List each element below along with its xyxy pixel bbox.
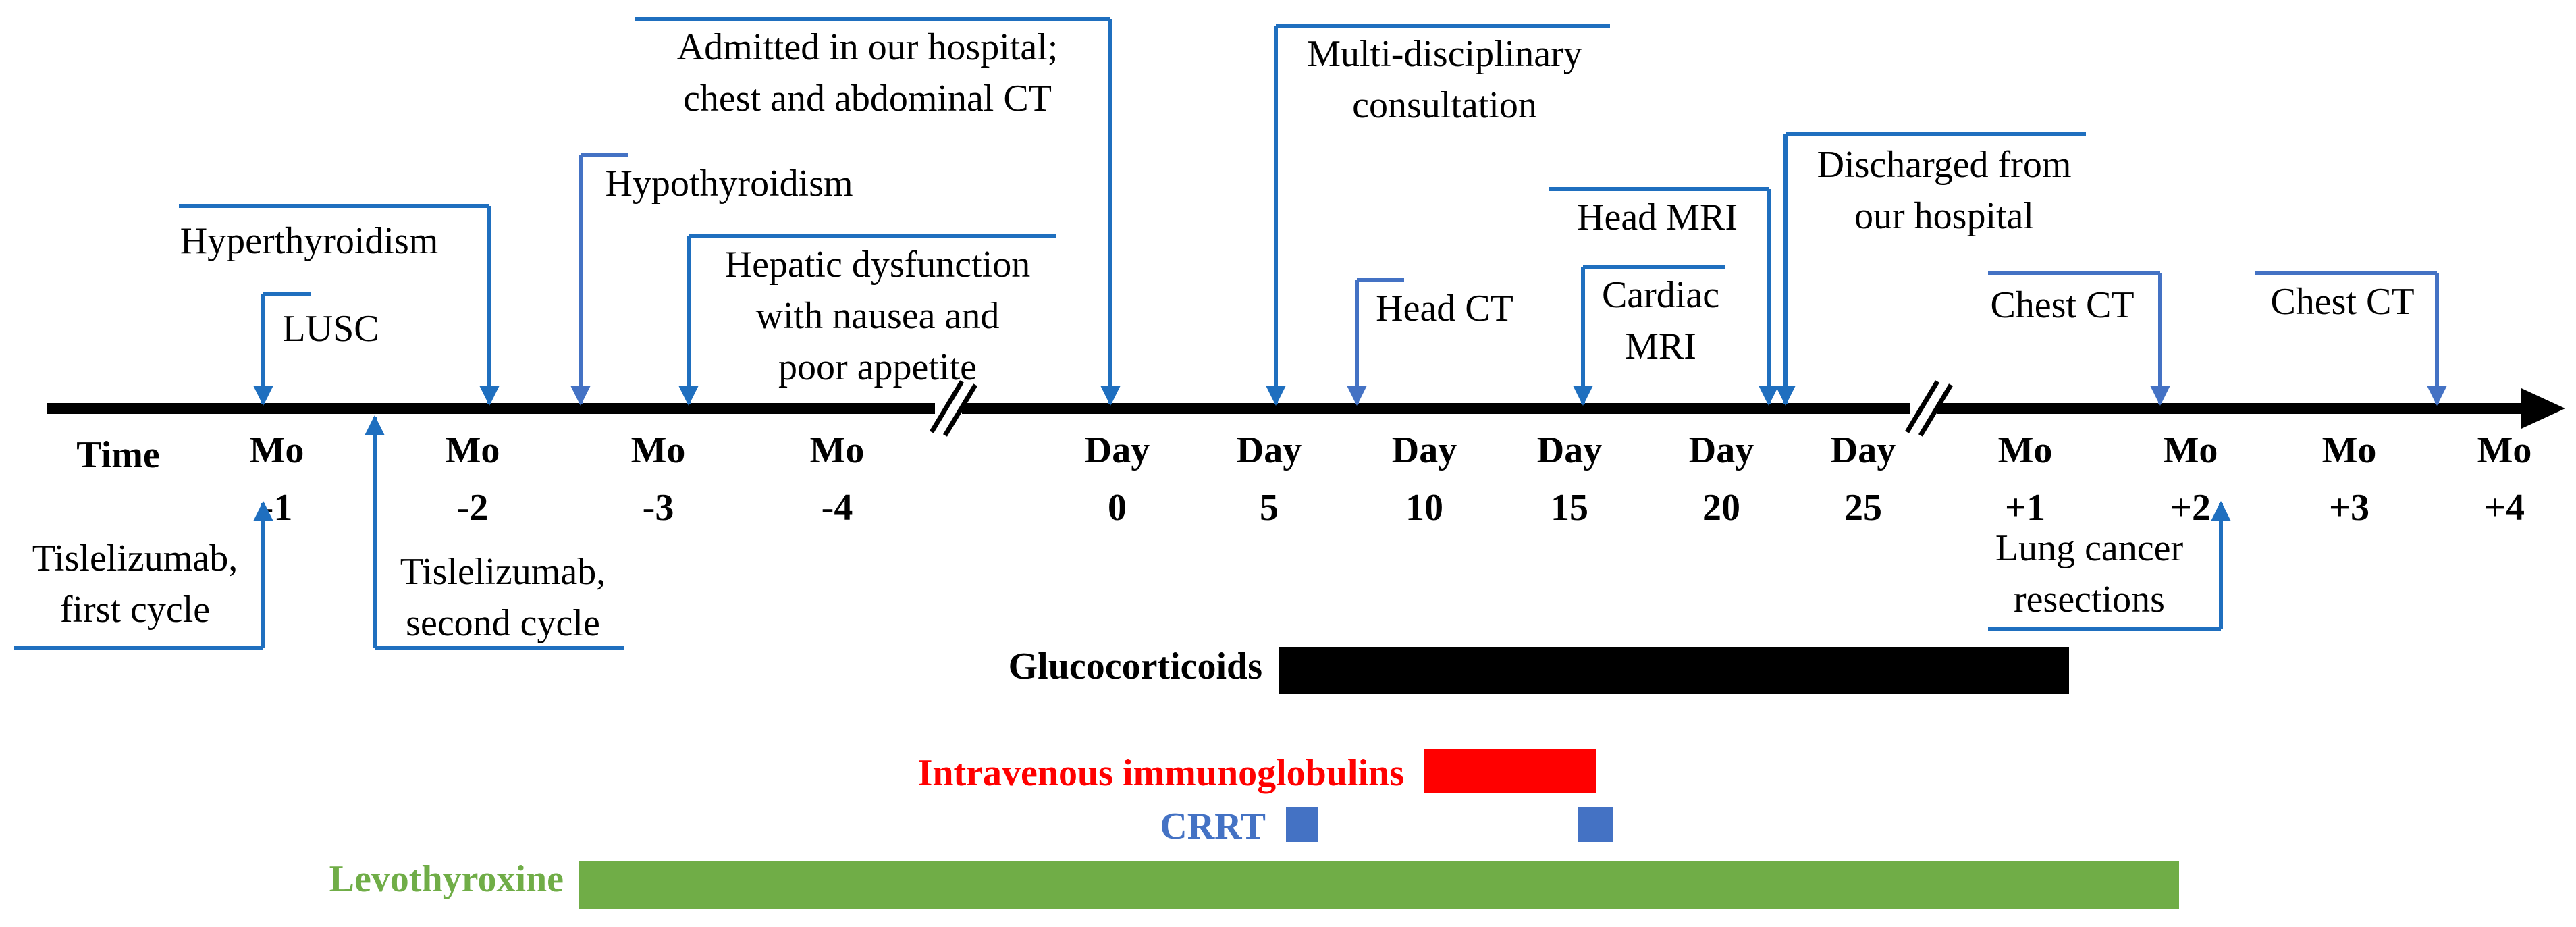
event-label: LUSC [282, 308, 379, 350]
event-label: Hepatic dysfunction [725, 244, 1031, 286]
treatment-bar [1578, 807, 1613, 842]
treatment-ivig: Intravenous immunoglobulins [918, 749, 1596, 794]
tick-label-line1: Day [1085, 429, 1150, 471]
tick-label-line2: -4 [822, 487, 853, 529]
tick-label-line1: Mo [810, 429, 865, 471]
tick-label-line2: +3 [2329, 487, 2369, 529]
treatment-label: Glucocorticoids [1009, 645, 1262, 687]
axis-ticks: Mo -1 Mo -2 Mo -3 Mo -4 Day 0 Day 5 Day 10 Day 15 Day 20 D… [250, 429, 2532, 529]
event-tisle-2: Tislelizumab, second cycle [365, 415, 624, 650]
event-label: Lung cancer [1995, 527, 2184, 569]
event-label: Tislelizumab, [400, 551, 606, 593]
event-label: second cycle [406, 602, 600, 644]
treatment-label: CRRT [1160, 805, 1266, 847]
tick-label-line2: -3 [643, 487, 674, 529]
event-chest-ct-1: Chest CT [1988, 271, 2170, 406]
tick-label-line2: +2 [2170, 487, 2211, 529]
event-label: Hypothyroidism [605, 163, 853, 205]
event-label: Tislelizumab, [32, 537, 238, 579]
event-discharged: Discharged from our hospital [1775, 132, 2086, 406]
events-above-axis: LUSC Hyperthyroidism HypothyroidismHepatic… [179, 17, 2447, 406]
tick-label-line1: Day [1537, 429, 1602, 471]
axis-arrowhead [2521, 388, 2565, 429]
event-head-ct: Head CT [1347, 278, 1513, 406]
event-admitted: Admitted in our hospital; chest and abdom… [635, 17, 1121, 406]
tick-label-line1: Day [1831, 429, 1896, 471]
tick-label-line1: Mo [250, 429, 304, 471]
tick-label-line1: Mo [2322, 429, 2377, 471]
treatment-bar [1279, 647, 2069, 694]
event-label: consultation [1352, 84, 1537, 126]
tick-label-line2: 15 [1551, 487, 1588, 529]
event-label: Head CT [1376, 288, 1513, 329]
event-label: poor appetite [778, 346, 977, 388]
tick-label-line1: Day [1689, 429, 1754, 471]
event-head-mri: Head MRI [1549, 187, 1779, 406]
event-label: Hyperthyroidism [180, 220, 439, 262]
event-label: Admitted in our hospital; [677, 26, 1058, 68]
event-label: Chest CT [1990, 284, 2134, 326]
tick-label-line1: Mo [631, 429, 686, 471]
event-label: Cardiac [1602, 274, 1719, 316]
event-label: with nausea and [756, 295, 1000, 337]
tick-label-line1: Mo [2477, 429, 2532, 471]
event-tisle-1: Tislelizumab, first cycle [14, 501, 273, 650]
treatment-glucocorticoids: Glucocorticoids [1009, 645, 2069, 694]
tick-label-line2: 0 [1108, 487, 1127, 529]
event-mdc: Multi-disciplinary consultation [1266, 24, 1610, 406]
treatment-bar [579, 861, 2179, 909]
time-axis: Time [47, 380, 2565, 476]
event-label: Multi-disciplinary [1307, 33, 1582, 75]
event-label: our hospital [1854, 195, 2034, 237]
tick-label-line2: -1 [261, 487, 293, 529]
event-label: Discharged from [1817, 144, 2072, 186]
treatment-crrt: CRRT [1160, 805, 1613, 847]
tick-label-line2: 5 [1260, 487, 1279, 529]
tick-label-line2: 20 [1702, 487, 1740, 529]
tick-label-line1: Day [1392, 429, 1457, 471]
event-resection: Lung cancer resections [1988, 501, 2231, 631]
event-hypothyroidism: Hypothyroidism [570, 153, 853, 406]
treatment-levothyroxine: Levothyroxine [329, 858, 2179, 909]
event-label: MRI [1625, 325, 1696, 367]
axis-break-2 [1904, 380, 1954, 437]
axis-break-1 [929, 380, 978, 437]
treatment-label: Intravenous immunoglobulins [918, 752, 1404, 794]
event-label: resections [2014, 579, 2165, 620]
event-label: Chest CT [2270, 281, 2414, 323]
treatment-bar [1424, 749, 1596, 793]
tick-label-line2: +1 [2005, 487, 2045, 529]
tick-label-line1: Mo [446, 429, 500, 471]
axis-time-label: Time [76, 434, 159, 476]
event-hyperthyroidism: Hyperthyroidism [179, 204, 500, 406]
event-chest-ct-2: Chest CT [2255, 271, 2447, 406]
tick-label-line2: 10 [1405, 487, 1443, 529]
treatment-label: Levothyroxine [329, 858, 564, 900]
tick-label-line1: Day [1237, 429, 1302, 471]
tick-label-line1: Mo [2164, 429, 2218, 471]
event-lusc: LUSC [253, 292, 379, 406]
event-label: chest and abdominal CT [683, 78, 1052, 120]
tick-label-line2: +4 [2484, 487, 2525, 529]
event-label: first cycle [60, 589, 210, 631]
events-below-axis: Tislelizumab, first cycle Tislelizumab, sec… [14, 415, 2231, 650]
tick-label-line1: Mo [1998, 429, 2053, 471]
event-label: Head MRI [1577, 196, 1738, 238]
tick-label-line2: 25 [1844, 487, 1882, 529]
tick-label-line2: -2 [457, 487, 489, 529]
event-hepatic: Hepatic dysfunction with nausea and poor a… [678, 234, 1056, 406]
treatment-bar [1286, 807, 1318, 842]
